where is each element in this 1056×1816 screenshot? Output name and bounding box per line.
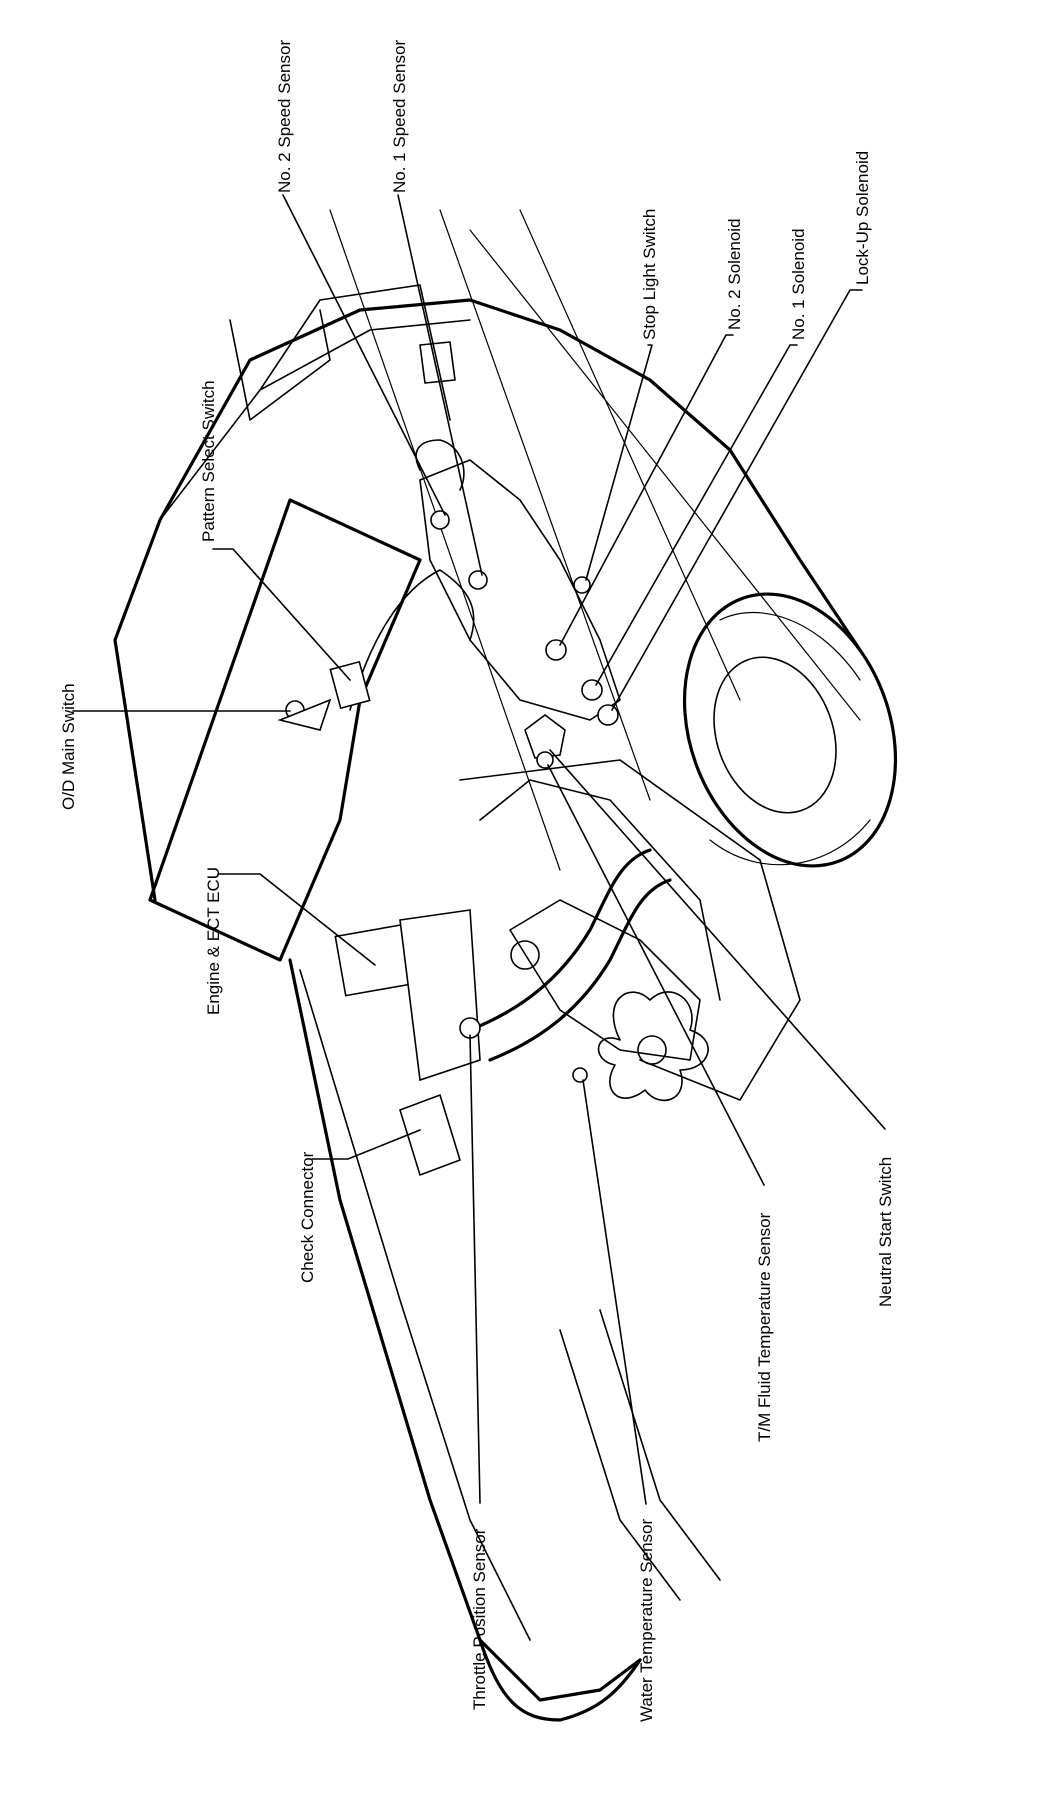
engine-bay-inner [479,779,721,1001]
tire-outer [682,592,898,868]
leader-engine-ect-ecu [217,873,376,966]
label-no1-solenoid: No. 1 Solenoid [789,228,808,340]
label-throttle-position-sensor: Throttle Position Sensor [470,1528,489,1710]
stop-light-switch-part [573,576,591,594]
vehicle-drawing [113,209,898,1722]
fender-line [299,969,531,1641]
leader-lines [72,194,886,1505]
cab-outline [113,298,862,902]
transmission-body [419,459,621,721]
leader-throttle-position-sensor [469,1034,481,1504]
leader-no2-speed-sensor [282,194,446,516]
label-lockup-solenoid: Lock-Up Solenoid [853,151,872,285]
label-od-main-switch: O/D Main Switch [59,683,78,810]
leader-tm-fluid-temperature-sensor [547,764,765,1186]
water-temp-sensor-part [572,1067,588,1083]
grille [559,1309,721,1601]
leader-pattern-select-switch [212,548,351,681]
leader-water-temperature-sensor [582,1079,647,1505]
front-body [288,958,642,1702]
fan-hub [637,1035,667,1065]
label-neutral-start-switch: Neutral Start Switch [876,1157,895,1307]
label-pattern-select-switch: Pattern Select Switch [199,380,218,542]
tm-fluid-temp-sensor-part [536,751,554,769]
tire-tread [709,612,871,866]
dashboard-panel [148,498,422,962]
no2-speed-sensor-part [430,510,450,530]
body-line-2 [439,209,651,801]
labels: No. 2 Speed Sensor No. 1 Speed Sensor St… [59,40,895,1722]
label-no1-speed-sensor: No. 1 Speed Sensor [390,40,409,193]
no1-speed-sensor-part [468,570,488,590]
lockup-solenoid-part [597,704,619,726]
ecu-bracket [399,909,481,1082]
leader-stop-light-switch [585,344,653,581]
engine-block [509,899,701,1061]
window-panel [259,284,451,421]
leader-no2-solenoid [559,334,734,646]
body-line-1 [329,209,561,871]
label-water-temperature-sensor: Water Temperature Sensor [637,1519,656,1722]
leader-no1-solenoid [595,344,798,686]
leader-check-connector [311,1129,421,1160]
cab-roof-edge [159,319,471,521]
bumper [478,1638,642,1722]
label-no2-speed-sensor: No. 2 Speed Sensor [275,40,294,193]
label-check-connector: Check Connector [298,1151,317,1283]
leader-neutral-start-switch [549,749,886,1130]
door-handle [419,341,456,384]
body-line-4 [469,229,861,721]
leader-no1-speed-sensor [397,194,483,576]
shift-lever [277,698,332,731]
leader-lockup-solenoid [611,289,863,711]
label-tm-fluid-temperature-sensor: T/M Fluid Temperature Sensor [755,1212,774,1442]
body-line-3 [519,209,741,701]
pattern-select-switch-part [329,660,371,710]
windshield [229,309,331,421]
intake-tube-2 [488,878,672,1062]
cooling-fan [597,991,709,1102]
neutral-start-switch-part [524,714,566,759]
components [277,510,619,1177]
engine-bay-wall [459,759,801,1101]
label-stop-light-switch: Stop Light Switch [640,209,659,340]
no2-solenoid-part [545,639,567,661]
label-no2-solenoid: No. 2 Solenoid [725,218,744,330]
transmission-tail [415,439,465,491]
dashboard-curve [349,569,475,711]
no1-solenoid-part [581,679,603,701]
tire-inner [713,656,837,814]
oil-cap [510,940,540,970]
intake-tube [468,848,652,1032]
label-engine-ect-ecu: Engine & ECT ECU [204,867,223,1015]
check-connector-box [399,1093,461,1177]
